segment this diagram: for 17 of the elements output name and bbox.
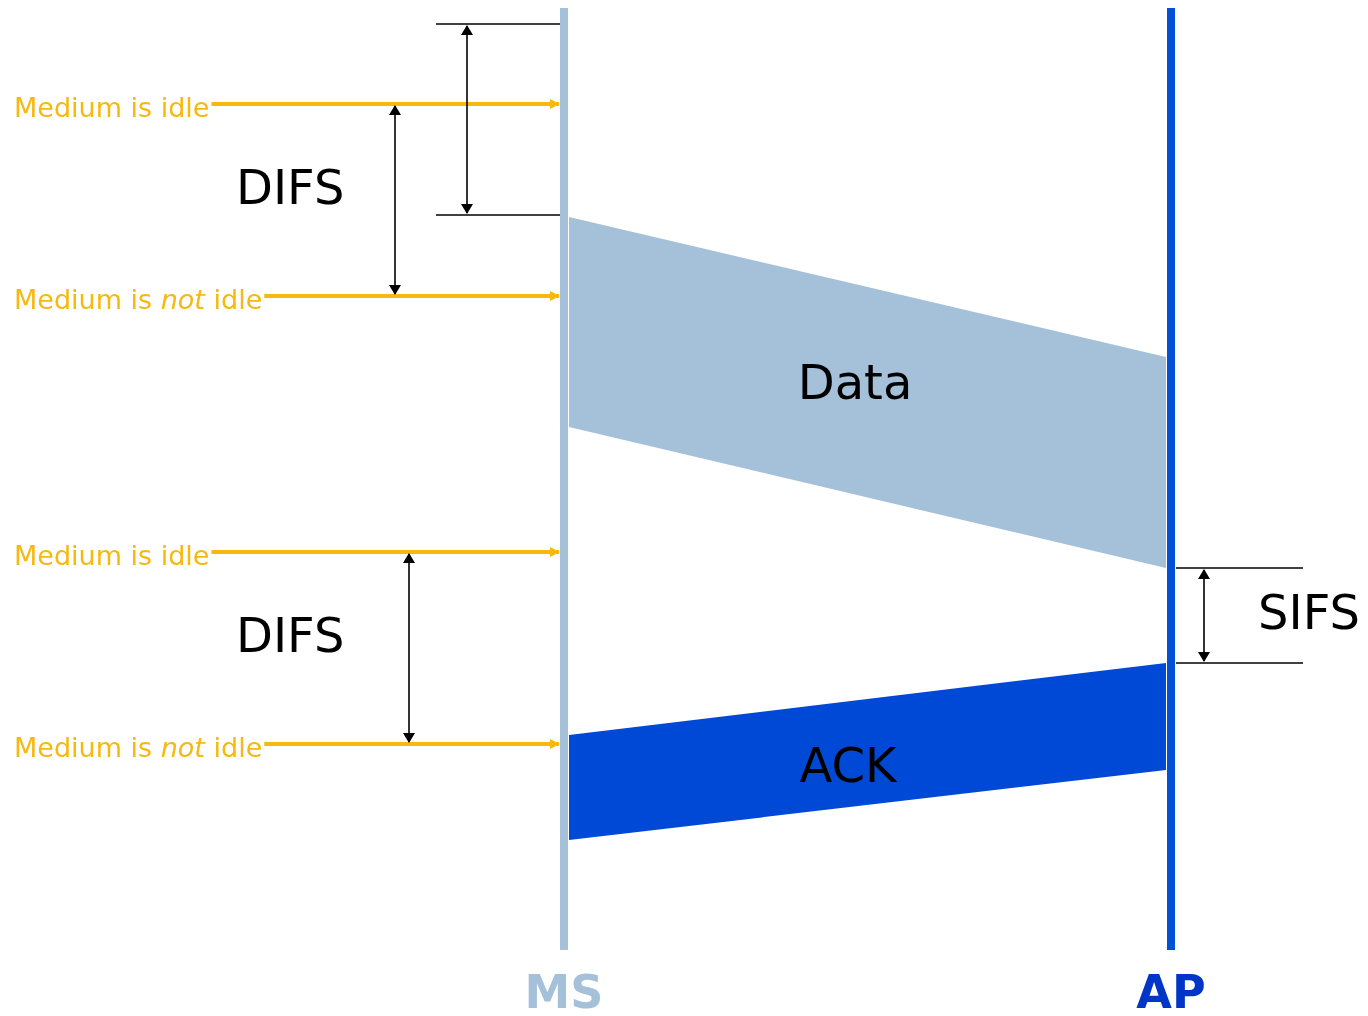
frame-band (569, 217, 1166, 568)
arrow (211, 547, 560, 557)
interval-label: DIFS (236, 159, 345, 215)
status-text: Medium is idle (14, 91, 210, 125)
lifeline-label: AP (1135, 964, 1207, 1016)
arrow (264, 739, 560, 749)
arrow (264, 291, 560, 301)
frame-label: ACK (798, 736, 898, 795)
arrow (211, 99, 560, 109)
frame-label: Data (796, 353, 914, 412)
status-text: Medium is idle (14, 539, 210, 573)
status-text: Medium is not idle (14, 731, 263, 765)
status-text: Medium is not idle (14, 283, 263, 317)
lifeline-label: MS (523, 964, 605, 1016)
frame-band (569, 663, 1166, 840)
interval-label: DIFS (236, 607, 345, 663)
interval-label: SIFS (1258, 584, 1360, 640)
